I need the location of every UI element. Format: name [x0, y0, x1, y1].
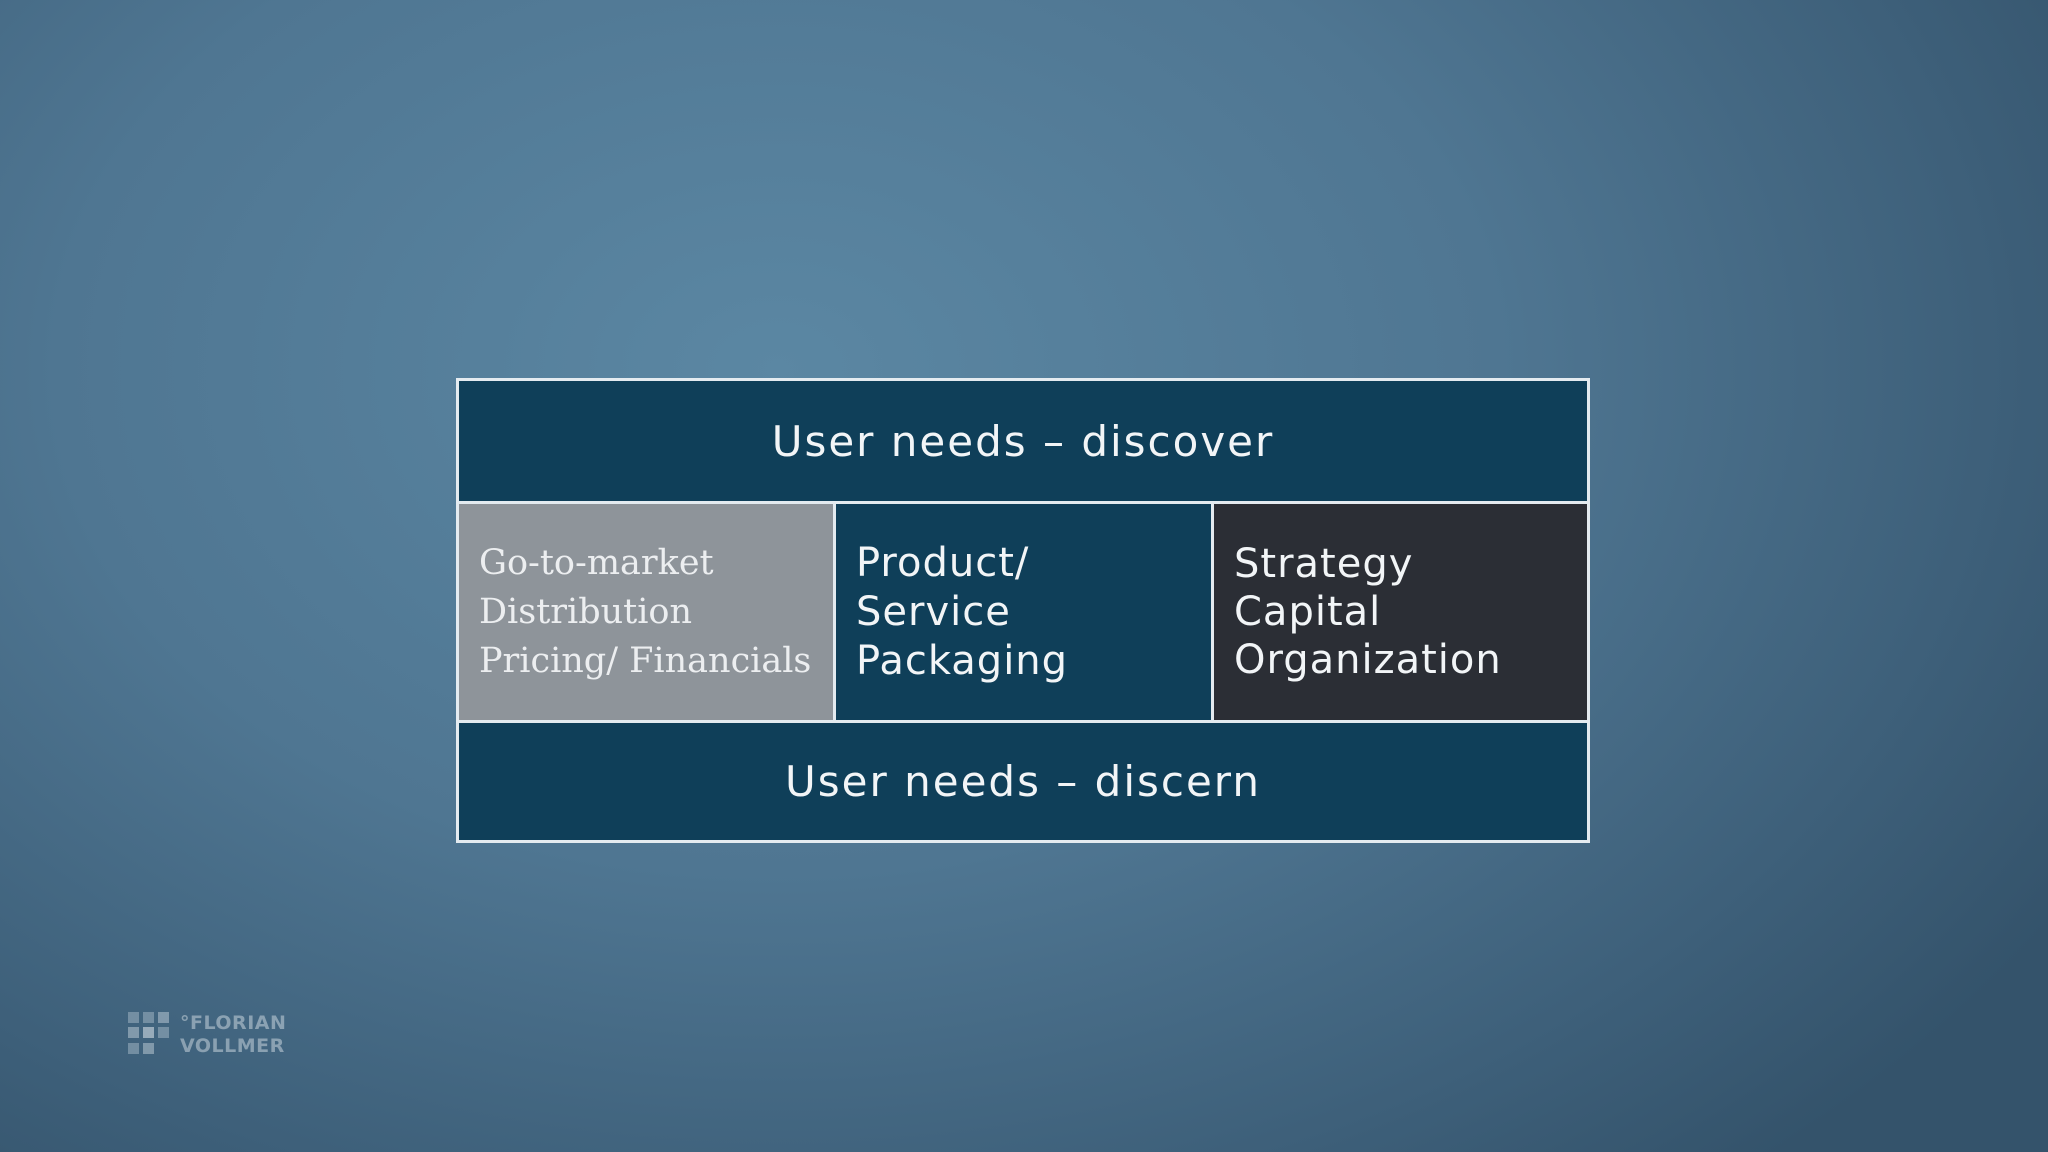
florian-vollmer-logo: °FLORIAN VOLLMER [128, 1012, 288, 1060]
product-line: Product/ [856, 539, 1030, 586]
business-model-diagram: User needs – discover Go-to-market Distr… [456, 378, 1590, 843]
user-needs-discern-label: User needs – discern [785, 757, 1261, 806]
product-service-cell: Product/ Service Packaging [836, 504, 1211, 720]
packaging-line: Packaging [856, 637, 1069, 684]
logo-wordmark: °FLORIAN VOLLMER [180, 1012, 286, 1058]
go-to-market-line: Go-to-market [479, 542, 714, 583]
user-needs-discover-band: User needs – discover [459, 381, 1587, 501]
user-needs-discover-label: User needs – discover [771, 416, 1275, 466]
logo-line-florian: °FLORIAN [180, 1012, 287, 1034]
user-needs-discern-band: User needs – discern [459, 723, 1587, 840]
organization-line: Organization [1234, 637, 1502, 683]
capital-line: Capital [1234, 589, 1382, 635]
pricing-financials-line: Pricing/ Financials [479, 640, 812, 681]
strategy-cell: Strategy Capital Organization [1214, 504, 1587, 720]
distribution-line: Distribution [479, 591, 693, 632]
pixel-grid-logo-icon [128, 1012, 169, 1054]
logo-line-vollmer: VOLLMER [180, 1035, 285, 1057]
go-to-market-cell: Go-to-market Distribution Pricing/ Finan… [459, 504, 833, 720]
strategy-line: Strategy [1234, 541, 1414, 587]
service-line: Service [856, 588, 1011, 635]
